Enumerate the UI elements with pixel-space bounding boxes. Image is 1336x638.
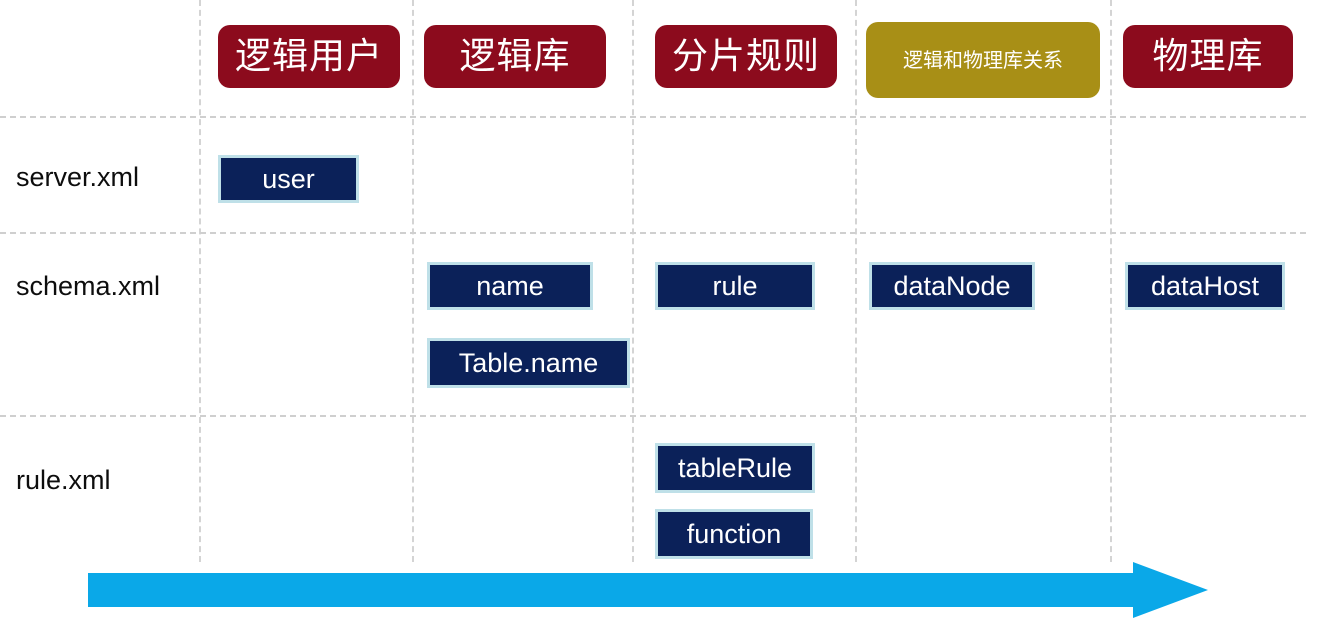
grid-hline-row2-bottom (0, 415, 1306, 417)
grid-hline-row1-bottom (0, 232, 1306, 234)
cell-chip-label: user (262, 163, 315, 194)
column-header-label: 逻辑用户 (234, 35, 383, 77)
row-label-schema-xml: schema.xml (16, 271, 160, 302)
grid-vline-3 (632, 0, 634, 562)
cell-chip-datahost[interactable]: dataHost (1125, 262, 1285, 310)
row-label-server-xml: server.xml (16, 162, 139, 193)
grid-vline-5 (1110, 0, 1112, 562)
column-header-physical-db[interactable]: 物理库 (1123, 25, 1293, 88)
column-header-logical-db[interactable]: 逻辑库 (424, 25, 606, 88)
cell-chip-name[interactable]: name (427, 262, 593, 310)
cell-chip-label: name (476, 270, 544, 301)
cell-chip-label: tableRule (677, 452, 793, 483)
flow-arrow-icon (88, 562, 1208, 618)
row-label-text: server.xml (16, 162, 140, 192)
cell-chip-label: Table.name (458, 347, 599, 378)
cell-chip-user[interactable]: user (218, 155, 359, 203)
column-header-label: 逻辑和物理库关系 (903, 48, 1063, 72)
grid-vline-2 (412, 0, 414, 562)
column-header-label: 逻辑库 (459, 35, 571, 77)
row-label-text: schema.xml (16, 271, 161, 301)
column-header-logical-user[interactable]: 逻辑用户 (218, 25, 400, 88)
column-header-shard-rule[interactable]: 分片规则 (655, 25, 837, 88)
grid-hline-header-bottom (0, 116, 1306, 118)
grid-vline-4 (855, 0, 857, 562)
cell-chip-label: rule (712, 270, 758, 301)
row-label-text: rule.xml (16, 465, 111, 495)
cell-chip-label: dataNode (893, 270, 1011, 301)
cell-chip-function[interactable]: function (655, 509, 813, 559)
grid-vline-1 (199, 0, 201, 562)
cell-chip-tablerule[interactable]: tableRule (655, 443, 815, 493)
cell-chip-rule[interactable]: rule (655, 262, 815, 310)
cell-chip-datanode[interactable]: dataNode (869, 262, 1035, 310)
row-label-rule-xml: rule.xml (16, 465, 111, 496)
cell-chip-table-name[interactable]: Table.name (427, 338, 630, 388)
flow-arrow (88, 562, 1208, 618)
cell-chip-label: function (686, 518, 782, 549)
column-header-label: 物理库 (1152, 35, 1264, 77)
column-header-logical-physical-relation[interactable]: 逻辑和物理库关系 (866, 22, 1100, 98)
cell-chip-label: dataHost (1150, 270, 1260, 301)
column-header-label: 分片规则 (671, 35, 820, 77)
